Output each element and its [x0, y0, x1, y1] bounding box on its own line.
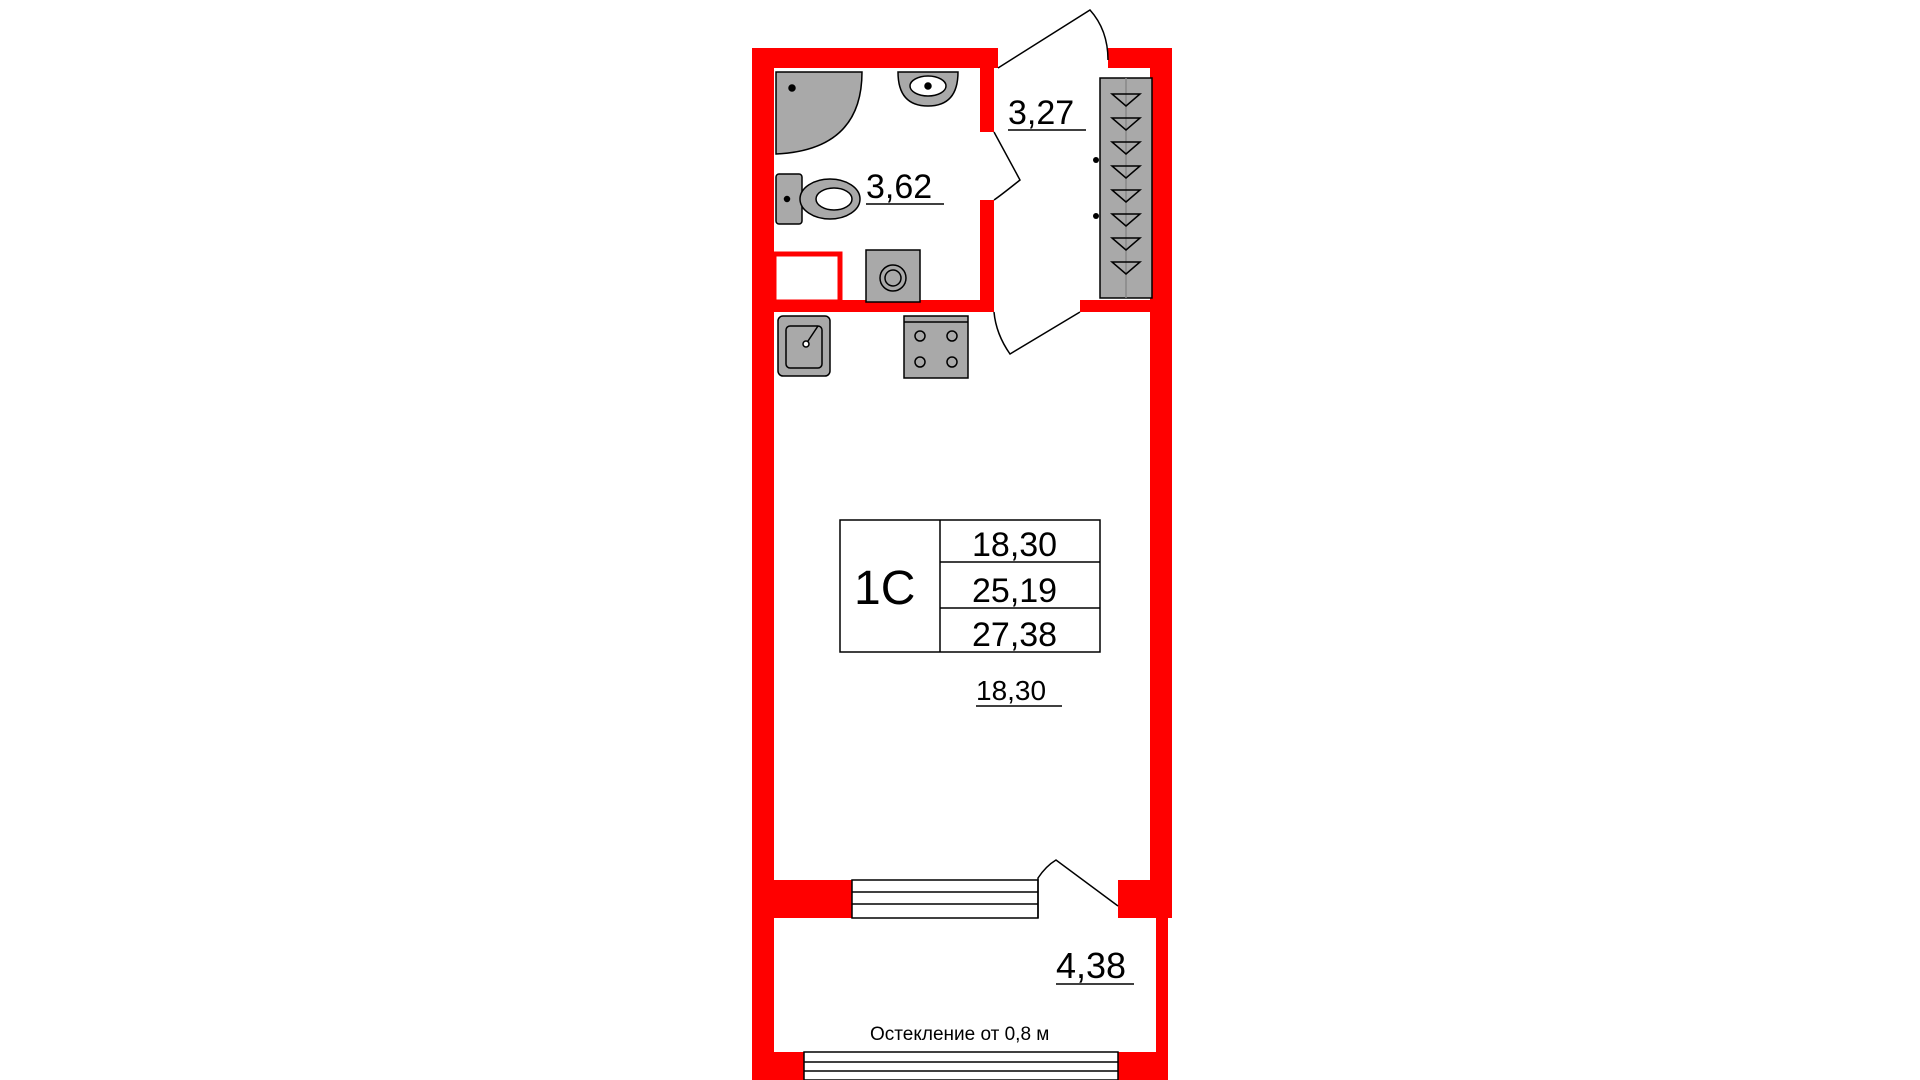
living-area: 18,30 — [976, 675, 1046, 706]
wall-top-left — [752, 48, 998, 68]
window-balcony-door — [851, 879, 1039, 919]
windows — [803, 879, 1119, 1080]
wall-right-upper — [1150, 48, 1172, 918]
hanger-icon — [1109, 189, 1143, 203]
wall-top-right — [1108, 48, 1172, 68]
hall-door — [993, 311, 1081, 356]
glazing-note: Остекление от 0,8 м — [870, 1024, 1049, 1045]
bathroom-area: 3,62 — [866, 168, 932, 206]
apartment-info-box — [839, 519, 1101, 653]
pier-bottom-right — [1118, 1052, 1168, 1080]
hanger-icon — [1109, 165, 1143, 179]
hanger-icon — [1109, 93, 1143, 107]
wardrobe-hangers — [1109, 93, 1143, 275]
storage-box — [771, 251, 843, 305]
balcony-door — [1037, 859, 1119, 918]
wall-mid-horizontal-right — [1080, 300, 1172, 312]
washing-machine-icon — [865, 249, 921, 303]
wall-right-balcony — [1156, 918, 1168, 1080]
wall-left — [752, 48, 774, 1080]
walls — [752, 48, 1172, 1080]
hanger-icon — [1109, 237, 1143, 251]
area-living: 18,30 — [972, 526, 1057, 564]
area-total-with-balcony: 27,38 — [972, 616, 1057, 654]
hanger-icon — [1109, 117, 1143, 131]
pier-left — [752, 880, 852, 918]
entrance-door — [997, 9, 1109, 69]
wall-bath-right-lower — [980, 200, 994, 310]
balcony-area: 4,38 — [1056, 945, 1126, 986]
pier-right — [1118, 880, 1172, 918]
apartment-type: 1С — [854, 562, 915, 615]
doors — [993, 9, 1119, 918]
hallway-area: 3,27 — [1008, 94, 1074, 132]
hanger-icon — [1109, 141, 1143, 155]
bathroom-door — [993, 131, 1021, 201]
shower-icon — [775, 71, 863, 155]
area-total: 25,19 — [972, 572, 1057, 610]
hanger-icon — [1109, 261, 1143, 275]
window-balcony-glazing — [803, 1051, 1119, 1080]
wall-bath-right — [980, 48, 994, 132]
pier-bottom-left — [752, 1052, 804, 1080]
fixtures — [775, 71, 1153, 379]
stove-icon — [903, 315, 969, 379]
hanger-icon — [1109, 213, 1143, 227]
